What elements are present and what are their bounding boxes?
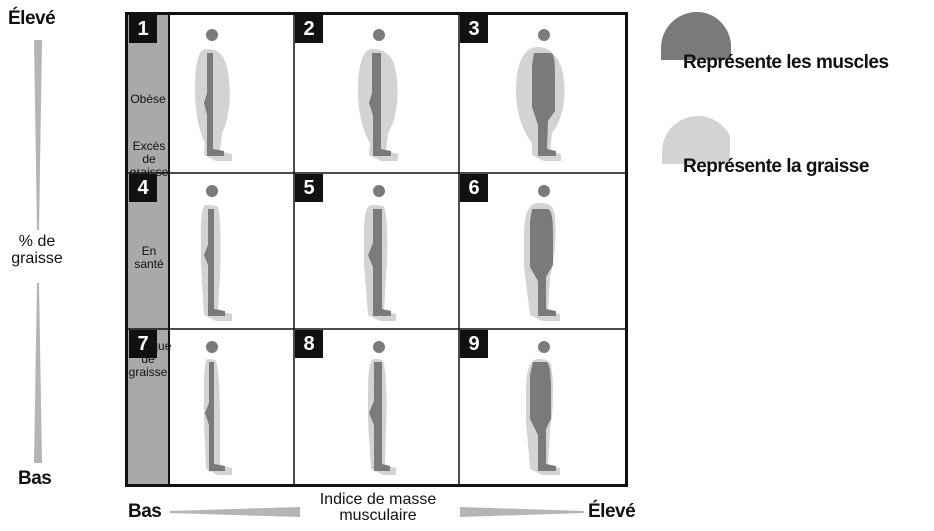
muscle-legend-swatch	[657, 10, 737, 90]
figure-1	[195, 29, 232, 161]
y-axis-high-label: Élevé	[8, 8, 55, 30]
y-axis-arrow-up	[28, 40, 48, 230]
y-axis-title-line1: % de	[2, 233, 72, 250]
x-axis-title: Indice de masse musculaire	[298, 492, 458, 524]
figure-2	[358, 29, 398, 161]
muscle-legend-label: Représente les muscles	[683, 52, 889, 74]
figure-5	[364, 185, 396, 321]
y-axis-title-line2: graisse	[2, 250, 72, 267]
x-axis-low-label: Bas	[128, 501, 161, 523]
body-composition-grid: Obèse Excès de graisse En santé Manque d…	[125, 12, 628, 487]
x-axis-high-label: Élevé	[588, 501, 635, 523]
figure-4	[201, 185, 232, 321]
x-axis-arrow-left	[170, 502, 300, 522]
fat-legend-label: Représente la graisse	[683, 156, 869, 178]
figure-6	[524, 185, 560, 321]
x-axis-arrow-right	[460, 502, 584, 522]
x-axis-title-line2: musculaire	[298, 508, 458, 524]
y-axis-title: % de graisse	[2, 233, 72, 267]
figure-7	[204, 341, 232, 475]
body-figures	[128, 15, 625, 484]
figure-3	[516, 29, 565, 161]
x-axis-title-line1: Indice de masse	[298, 492, 458, 508]
y-axis-low-label: Bas	[18, 468, 51, 490]
figure-8	[368, 341, 396, 475]
y-axis-arrow-down	[28, 283, 48, 463]
figure-9	[526, 341, 560, 475]
